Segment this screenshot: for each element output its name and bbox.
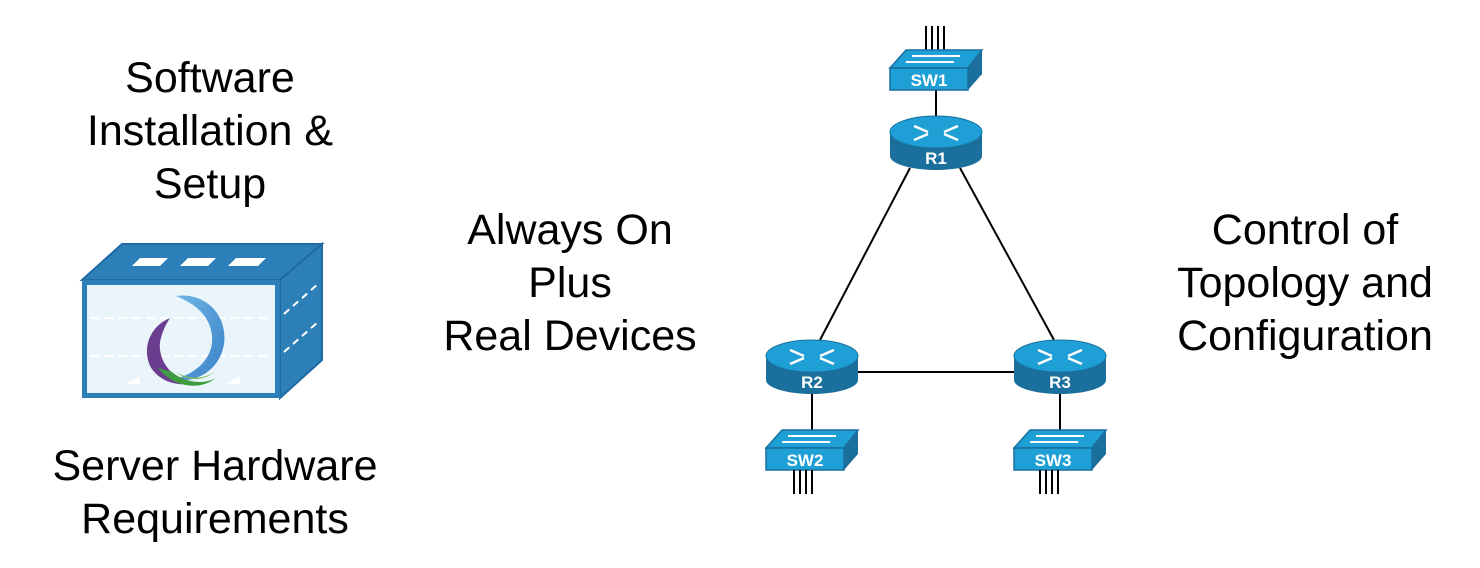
text-line: Configuration — [1177, 312, 1433, 360]
text-line: Software — [125, 54, 295, 102]
sw2-label: SW2 — [787, 451, 824, 470]
text-line: Plus — [528, 259, 612, 307]
r1-label: R1 — [925, 149, 947, 168]
link-r1-r2 — [819, 167, 911, 341]
switch-sw2-icon: SW2 — [764, 429, 860, 494]
text-line: Setup — [153, 160, 267, 208]
switch-sw3-icon: SW3 — [1012, 429, 1108, 494]
app-logo-icon — [146, 295, 225, 386]
always-on-text: Always On Plus Real Devices — [410, 204, 730, 363]
text-line: Always On — [467, 206, 673, 254]
text-line: Topology and — [1177, 259, 1433, 307]
router-r1-icon: R1 — [889, 115, 983, 170]
sw3-label: SW3 — [1035, 451, 1072, 470]
server-with-logo-icon — [79, 241, 325, 401]
router-r3-icon: R3 — [1013, 339, 1107, 394]
text-line: Server Hardware — [52, 442, 378, 490]
topology-links — [811, 88, 1061, 430]
switch-sw1-icon: SW1 — [888, 26, 984, 91]
router-r2-icon: R2 — [765, 339, 859, 394]
sw1-label: SW1 — [911, 71, 948, 90]
link-r1-r3 — [959, 167, 1055, 341]
text-line: Real Devices — [443, 312, 697, 360]
server-hardware-text: Server Hardware Requirements — [30, 440, 400, 546]
text-line: Installation & — [86, 107, 334, 155]
text-line: Requirements — [81, 495, 349, 543]
control-topology-text: Control of Topology and Configuration — [1160, 204, 1450, 363]
text-line: Control of — [1211, 206, 1399, 254]
software-installation-text: Software Installation & Setup — [40, 52, 380, 211]
r3-label: R3 — [1049, 373, 1071, 392]
r2-label: R2 — [801, 373, 823, 392]
